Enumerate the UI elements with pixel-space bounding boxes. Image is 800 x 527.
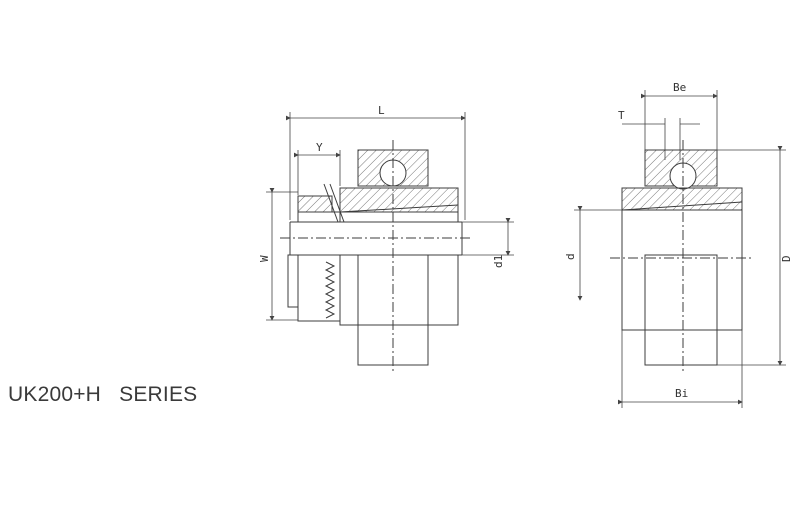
- label-d1: d1: [492, 255, 505, 268]
- label-T: T: [618, 109, 625, 122]
- left-view-dimensions: [266, 112, 514, 321]
- left-view-bearing-with-sleeve: [280, 140, 470, 372]
- right-view-bearing: [610, 140, 752, 372]
- right-view-dimensions: [574, 90, 786, 408]
- label-Be: Be: [673, 81, 686, 94]
- label-d: d: [564, 253, 577, 260]
- label-Bi: Bi: [675, 387, 688, 400]
- label-Y: Y: [316, 141, 323, 154]
- label-W: W: [258, 255, 271, 262]
- series-title: UK200+H SERIES: [8, 383, 198, 406]
- label-L: L: [378, 104, 385, 117]
- label-D: D: [780, 255, 793, 262]
